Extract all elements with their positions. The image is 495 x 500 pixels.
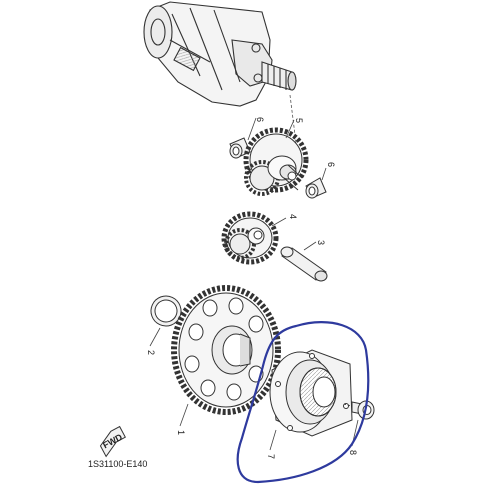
gear-4 bbox=[221, 211, 279, 265]
leader-1 bbox=[179, 403, 189, 427]
leader-6-left bbox=[247, 117, 257, 141]
starter-wheel-gear-1 bbox=[171, 285, 281, 415]
callout-4: 4 bbox=[288, 214, 298, 219]
one-way-clutch-7 bbox=[269, 349, 353, 437]
leader-4 bbox=[271, 217, 287, 227]
callout-1: 1 bbox=[176, 430, 186, 435]
callout-6-right: 6 bbox=[326, 162, 336, 167]
washer-2 bbox=[150, 295, 182, 327]
callout-7: 7 bbox=[266, 454, 276, 459]
leader-2 bbox=[149, 327, 161, 347]
callout-5: 5 bbox=[294, 118, 304, 123]
starter-motor bbox=[143, 1, 297, 107]
callout-3: 3 bbox=[316, 240, 326, 245]
diagram-code: 1S31100-E140 bbox=[88, 459, 147, 469]
leader-6-right bbox=[321, 167, 327, 181]
bushing-6-right bbox=[305, 177, 327, 199]
shaft-3 bbox=[280, 246, 328, 282]
fwd-arrow-icon bbox=[99, 425, 126, 458]
callout-6-left: 6 bbox=[255, 117, 265, 122]
leader-3 bbox=[303, 241, 317, 251]
callout-2: 2 bbox=[146, 350, 156, 355]
callout-8: 8 bbox=[348, 450, 358, 455]
leader-7 bbox=[269, 429, 277, 451]
leader-5 bbox=[285, 119, 295, 139]
highlight-circle bbox=[236, 321, 370, 484]
idler-gear-5 bbox=[243, 127, 309, 196]
